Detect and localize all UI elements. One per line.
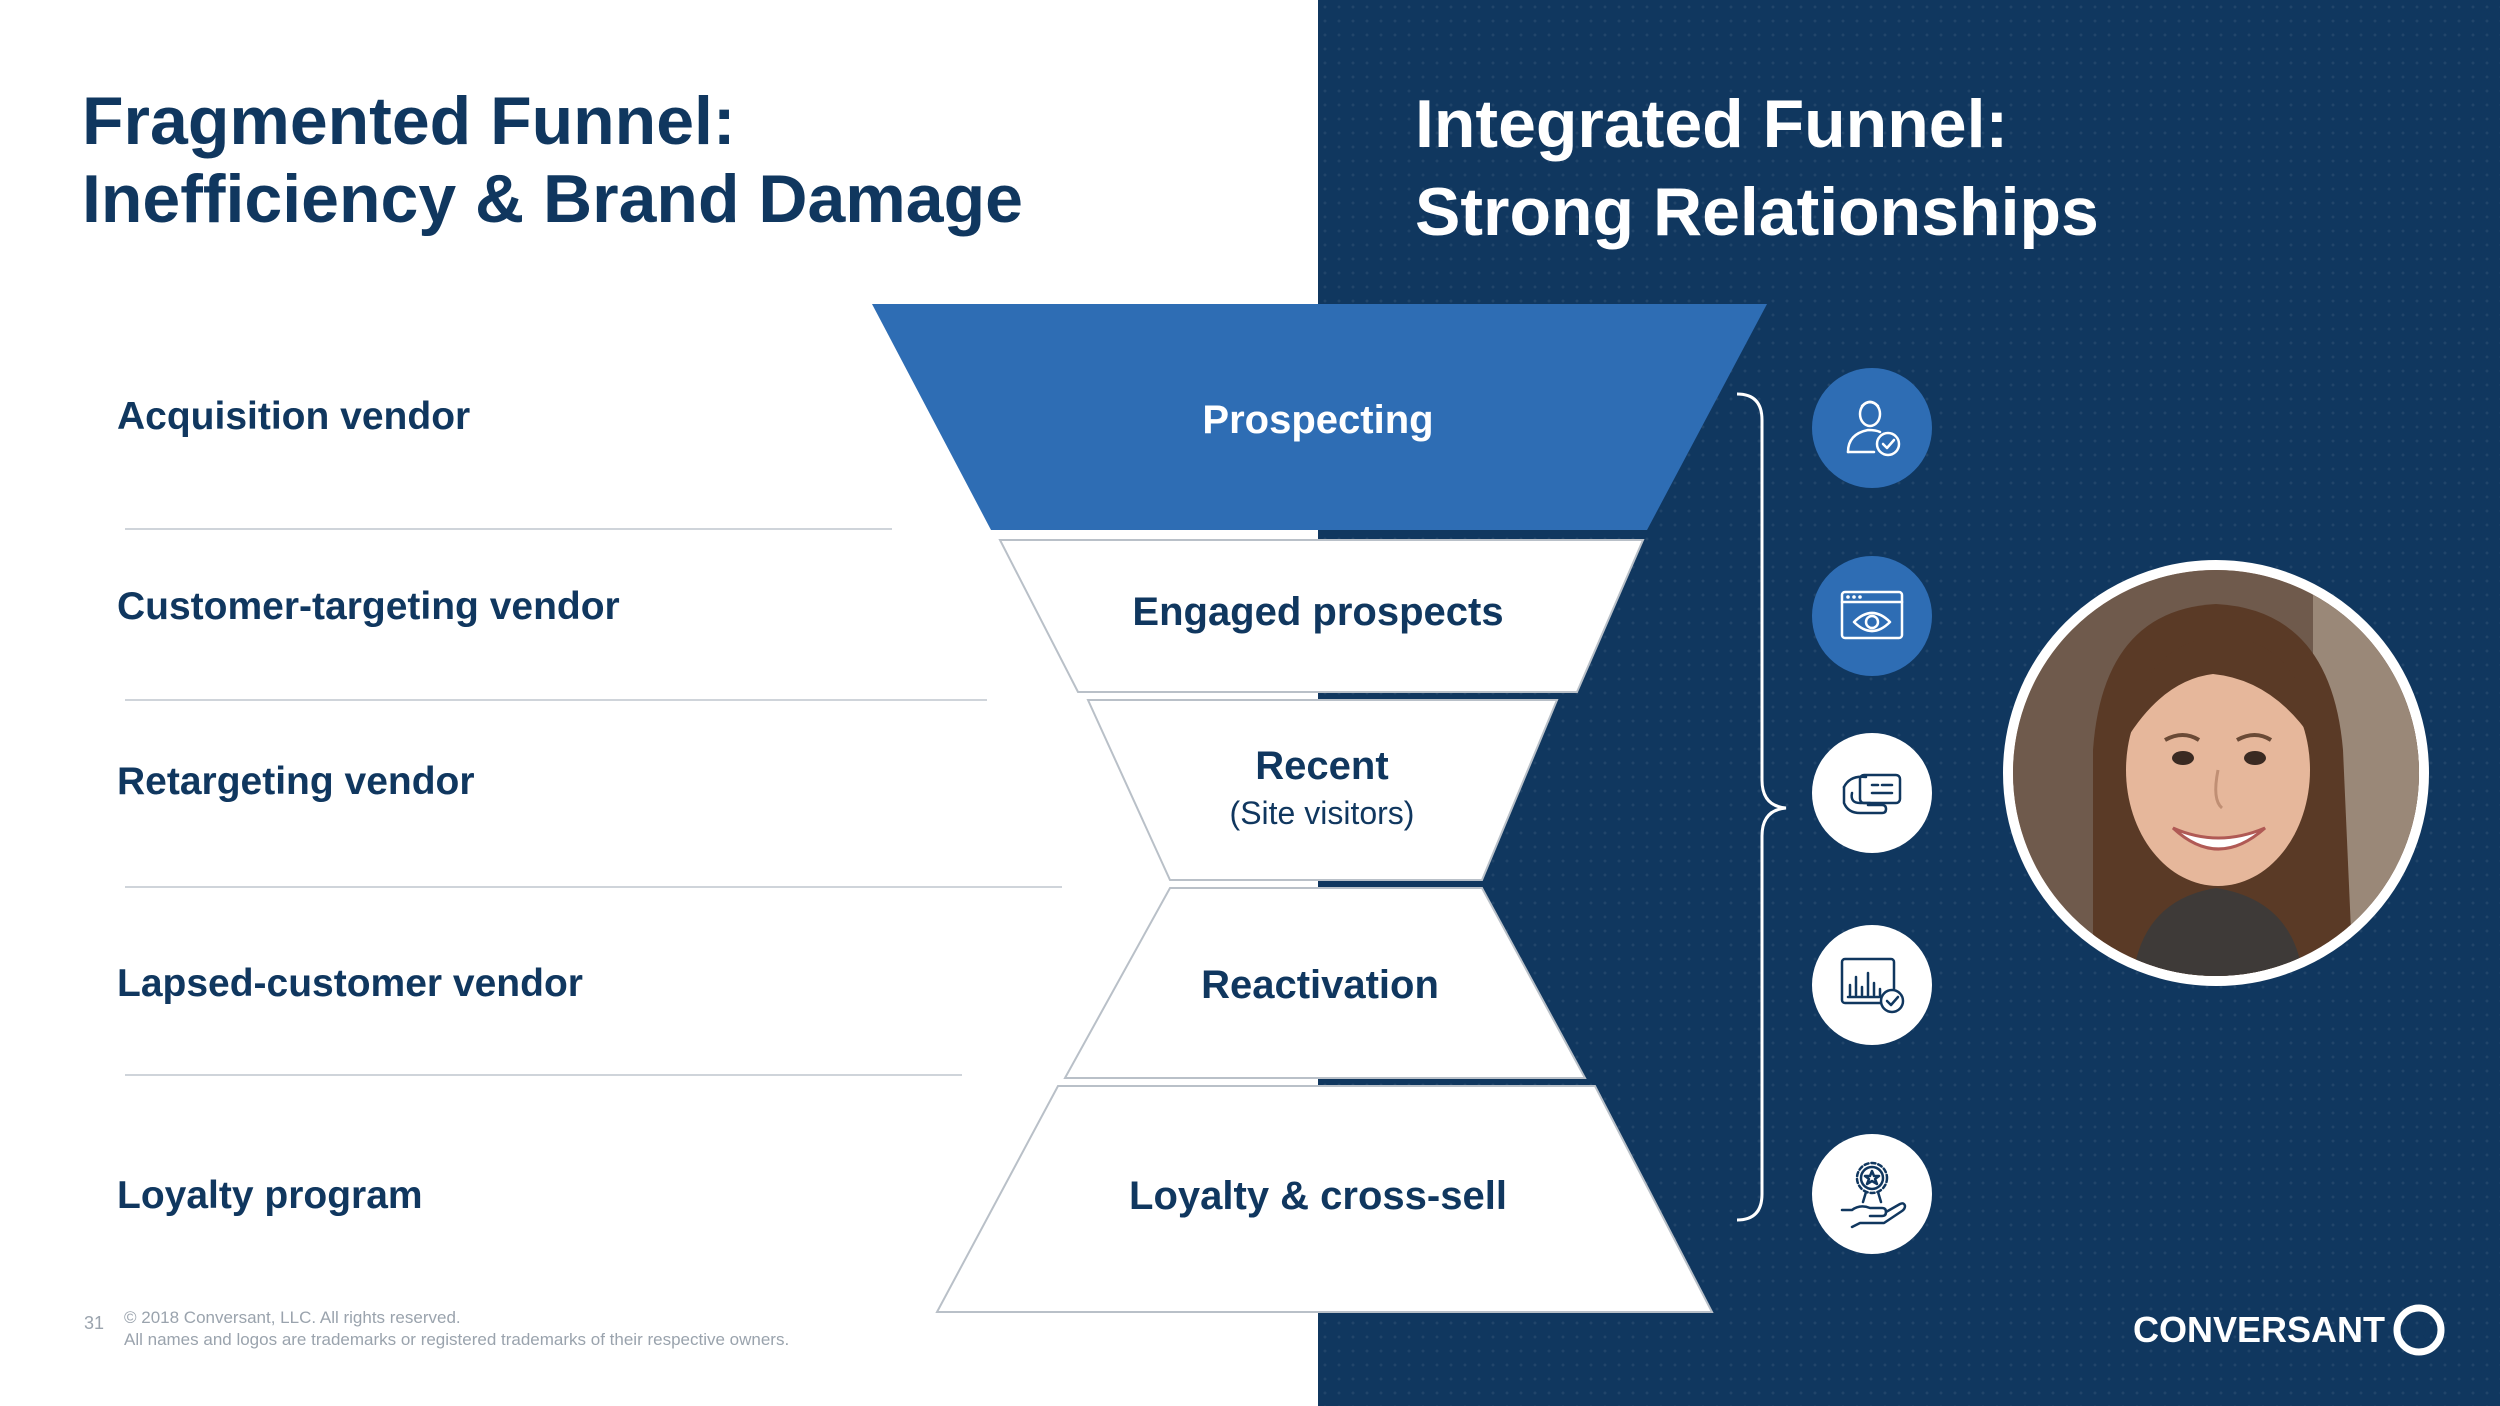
- funnel-segment-engaged: [998, 539, 1645, 693]
- left-title: Fragmented Funnel: Inefficiency & Brand …: [82, 82, 1023, 238]
- conversant-logo: CONVERSANT: [2133, 1300, 2449, 1360]
- browser-eye-icon: [1840, 590, 1904, 640]
- card-handshake-icon: [1842, 773, 1902, 815]
- icon-reactivation: [1812, 925, 1932, 1045]
- bracket: [1736, 392, 1787, 1222]
- chart-check-icon: [1840, 957, 1905, 1014]
- vendor-acquisition: Acquisition vendor: [117, 395, 471, 438]
- funnel-segment-prospecting: [872, 304, 1767, 530]
- vendor-divider: [125, 699, 987, 701]
- funnel-segment-recent: [1086, 699, 1559, 881]
- person-check-icon: [1846, 400, 1901, 457]
- footer-trademark: All names and logos are trademarks or re…: [124, 1330, 790, 1349]
- icon-prospecting: [1812, 368, 1932, 488]
- left-title-line2: Inefficiency & Brand Damage: [82, 161, 1023, 237]
- page-number: 31: [84, 1313, 105, 1333]
- vendor-divider: [125, 886, 1062, 888]
- customer-portrait-image: [2013, 570, 2419, 976]
- right-title: Integrated Funnel: Strong Relationships: [1415, 80, 2099, 256]
- right-title-line2: Strong Relationships: [1415, 174, 2099, 250]
- customer-photo: [2003, 560, 2429, 986]
- funnel-segment-reactivation: [1063, 887, 1587, 1079]
- logo-mark-icon: [2393, 1304, 2445, 1356]
- stage-recent: Recent (Site visitors): [1022, 744, 1622, 832]
- funnel-segment-loyalty: [935, 1085, 1714, 1313]
- left-title-line1: Fragmented Funnel:: [82, 83, 736, 159]
- stage-loyalty-cross-sell: Loyalty & cross-sell: [1129, 1174, 1507, 1218]
- stage-recent-sublabel: (Site visitors): [1229, 795, 1415, 831]
- icon-loyalty: [1812, 1134, 1932, 1254]
- vendor-divider: [125, 1074, 962, 1076]
- vendor-retargeting: Retargeting vendor: [117, 760, 475, 803]
- right-title-line1: Integrated Funnel:: [1415, 86, 2009, 162]
- vendor-lapsed-customer: Lapsed-customer vendor: [117, 962, 583, 1005]
- vendor-loyalty-program: Loyalty program: [117, 1174, 423, 1217]
- stage-reactivation: Reactivation: [1201, 963, 1439, 1007]
- logo-text: CONVERSANT: [2133, 1309, 2386, 1350]
- footer-copyright: © 2018 Conversant, LLC. All rights reser…: [124, 1308, 461, 1327]
- footer-legal: © 2018 Conversant, LLC. All rights reser…: [124, 1307, 789, 1351]
- stage-engaged-prospects: Engaged prospects: [1132, 590, 1504, 634]
- stage-prospecting: Prospecting: [1202, 398, 1434, 442]
- stage-recent-label: Recent: [1255, 744, 1389, 788]
- award-hand-icon: [1840, 1161, 1907, 1229]
- icon-engaged: [1812, 556, 1932, 676]
- vendor-divider: [125, 528, 892, 530]
- icon-recent: [1812, 733, 1932, 853]
- vendor-customer-targeting: Customer-targeting vendor: [117, 585, 620, 628]
